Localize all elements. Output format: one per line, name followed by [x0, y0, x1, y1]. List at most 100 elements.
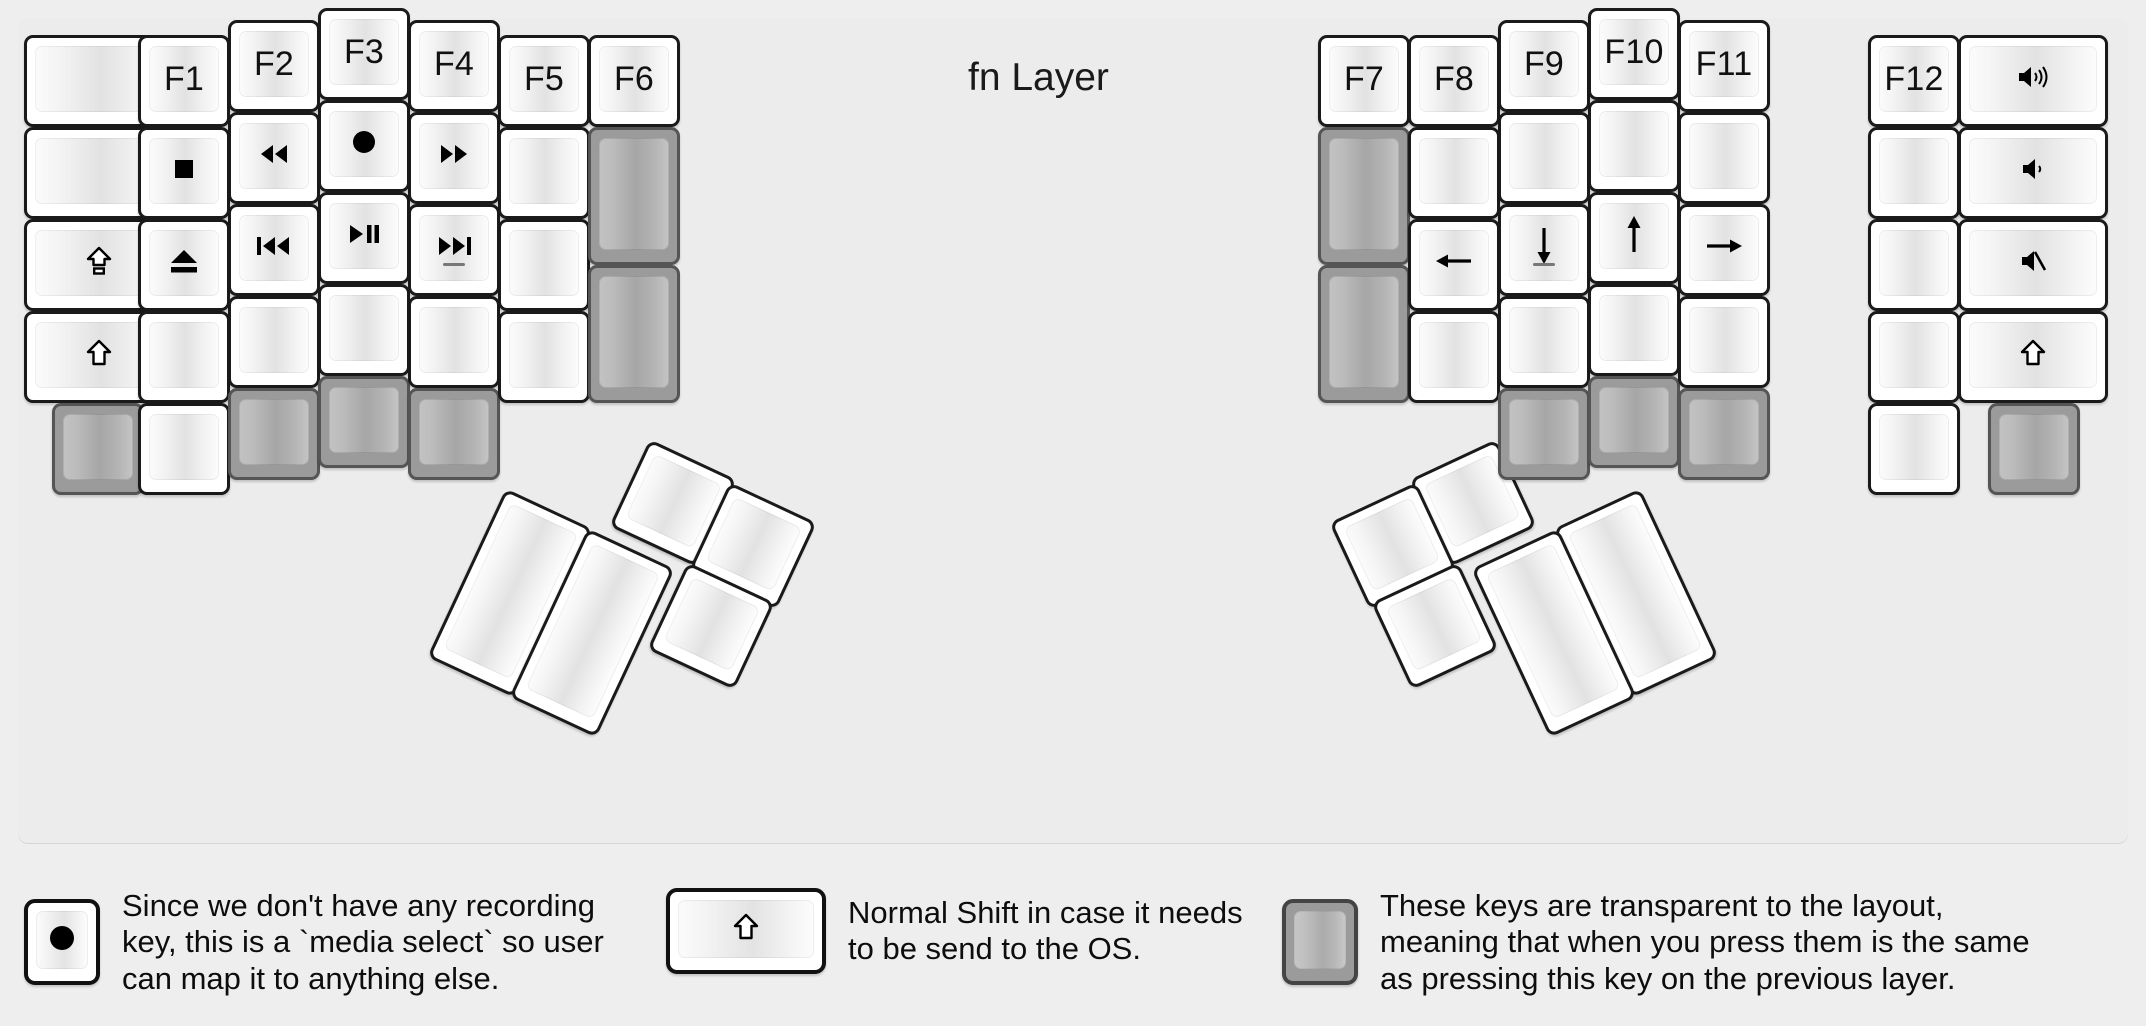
left-key-b5[interactable] — [138, 403, 230, 495]
key-legend: F8 — [1433, 60, 1475, 98]
shift-icon — [2020, 339, 2046, 372]
left-key-e3-next-track[interactable] — [408, 204, 500, 296]
caps-lock-icon — [86, 246, 112, 281]
right-key-r5-f11[interactable]: F11 — [1678, 20, 1770, 112]
right-key-r6c[interactable] — [1868, 219, 1960, 311]
keycap-face — [1509, 307, 1579, 373]
left-key-d2-record[interactable] — [318, 100, 410, 192]
keycap-face — [329, 295, 399, 361]
right-key-r5c-arrow-right[interactable] — [1678, 204, 1770, 296]
keycap-face — [329, 387, 399, 453]
left-key-c1-f2[interactable]: F2 — [228, 20, 320, 112]
right-key-r2c-arrow-left[interactable] — [1408, 219, 1500, 311]
right-key-r4-f10[interactable]: F10 — [1588, 8, 1680, 100]
right-key-r3e-transparent[interactable] — [1498, 388, 1590, 480]
left-key-f4[interactable] — [498, 311, 590, 403]
right-key-r5e-transparent[interactable] — [1678, 388, 1770, 480]
keycap-face — [1509, 399, 1579, 465]
volume-down-icon — [2020, 156, 2046, 187]
left-key-b3-eject[interactable] — [138, 219, 230, 311]
right-key-r3c-arrow-down[interactable] — [1498, 204, 1590, 296]
left-key-f1-f5[interactable]: F5 — [498, 35, 590, 127]
media-fast-forward-icon — [437, 143, 471, 170]
right-key-r5b[interactable] — [1678, 112, 1770, 204]
right-key-r4d[interactable] — [1588, 284, 1680, 376]
left-key-b4[interactable] — [138, 311, 230, 403]
keycap-face — [1969, 230, 2097, 296]
left-key-e5-transparent[interactable] — [408, 388, 500, 480]
left-key-b2-stop[interactable] — [138, 127, 230, 219]
left-key-d4[interactable] — [318, 284, 410, 376]
keycap-face — [239, 399, 309, 465]
keycap-face — [419, 123, 489, 189]
keycap-face — [1419, 230, 1489, 296]
left-key-e2-fast-forward[interactable] — [408, 112, 500, 204]
keycap-face: F3 — [329, 19, 399, 85]
right-key-r4e-transparent[interactable] — [1588, 376, 1680, 468]
left-key-d1-f3[interactable]: F3 — [318, 8, 410, 100]
right-key-r2b[interactable] — [1408, 127, 1500, 219]
right-key-r3-f9[interactable]: F9 — [1498, 20, 1590, 112]
right-key-r5d[interactable] — [1678, 296, 1770, 388]
left-key-e4[interactable] — [408, 296, 500, 388]
keycap-face — [1689, 307, 1759, 373]
left-key-f2[interactable] — [498, 127, 590, 219]
keycap-face — [149, 230, 219, 296]
left-key-e1-f4[interactable]: F4 — [408, 20, 500, 112]
keycap-face — [1879, 230, 1949, 296]
left-key-f3[interactable] — [498, 219, 590, 311]
right-key-r7-volume-down[interactable] — [1958, 127, 2108, 219]
right-key-r6e[interactable] — [1868, 403, 1960, 495]
right-key-r1-transparent-b[interactable] — [1318, 265, 1410, 403]
key-legend: F2 — [253, 45, 295, 83]
volume-mute-icon — [2019, 248, 2047, 279]
right-key-r1-transparent-a[interactable] — [1318, 127, 1410, 265]
media-rewind-icon — [257, 143, 291, 170]
left-key-g2-transparent[interactable] — [588, 127, 680, 265]
keycap-face — [329, 111, 399, 177]
keycap-face — [1969, 46, 2097, 112]
key-legend: F6 — [613, 60, 655, 98]
left-key-c2-rewind[interactable] — [228, 112, 320, 204]
left-key-d3-play-pause[interactable] — [318, 192, 410, 284]
left-key-b1-f1[interactable]: F1 — [138, 35, 230, 127]
left-key-c4[interactable] — [228, 296, 320, 388]
keycap-face — [599, 276, 669, 388]
right-key-r2d[interactable] — [1408, 311, 1500, 403]
key-legend: F9 — [1523, 45, 1565, 83]
keycap-face — [1599, 387, 1669, 453]
volume-up-icon — [2016, 64, 2050, 95]
right-key-r7-volume-up[interactable] — [1958, 35, 2108, 127]
left-key-g1-f6[interactable]: F6 — [588, 35, 680, 127]
keycap-face — [239, 215, 309, 281]
left-key-a5-transparent[interactable] — [52, 403, 144, 495]
right-key-r2-f8[interactable]: F8 — [1408, 35, 1500, 127]
right-key-r4c-arrow-up[interactable] — [1588, 192, 1680, 284]
left-key-c5-transparent[interactable] — [228, 388, 320, 480]
keycap-face: F4 — [419, 31, 489, 97]
right-key-r3b[interactable] — [1498, 112, 1590, 204]
keycap-face — [149, 138, 219, 204]
right-key-r4b[interactable] — [1588, 100, 1680, 192]
keycap-face — [1999, 414, 2069, 480]
keycap-face — [1689, 123, 1759, 189]
right-key-r1-f7[interactable]: F7 — [1318, 35, 1410, 127]
left-key-c3-prev-track[interactable] — [228, 204, 320, 296]
right-key-r3d[interactable] — [1498, 296, 1590, 388]
right-key-r6-f12[interactable]: F12 — [1868, 35, 1960, 127]
keycap-face — [1329, 276, 1399, 388]
footer-note-transparent: These keys are transparent to the layout… — [1282, 888, 2030, 997]
right-key-r6d[interactable] — [1868, 311, 1960, 403]
right-key-r6b[interactable] — [1868, 127, 1960, 219]
right-key-r7-volume-mute[interactable] — [1958, 219, 2108, 311]
key-legend: F5 — [523, 60, 565, 98]
right-key-r7-shift[interactable] — [1958, 311, 2108, 403]
left-key-g3-transparent[interactable] — [588, 265, 680, 403]
keycap-face — [1599, 295, 1669, 361]
left-key-d5-transparent[interactable] — [318, 376, 410, 468]
shift-icon — [733, 913, 759, 946]
keycap-face: F1 — [149, 46, 219, 112]
right-key-r7-transparent[interactable] — [1988, 403, 2080, 495]
keycap-face — [419, 307, 489, 373]
